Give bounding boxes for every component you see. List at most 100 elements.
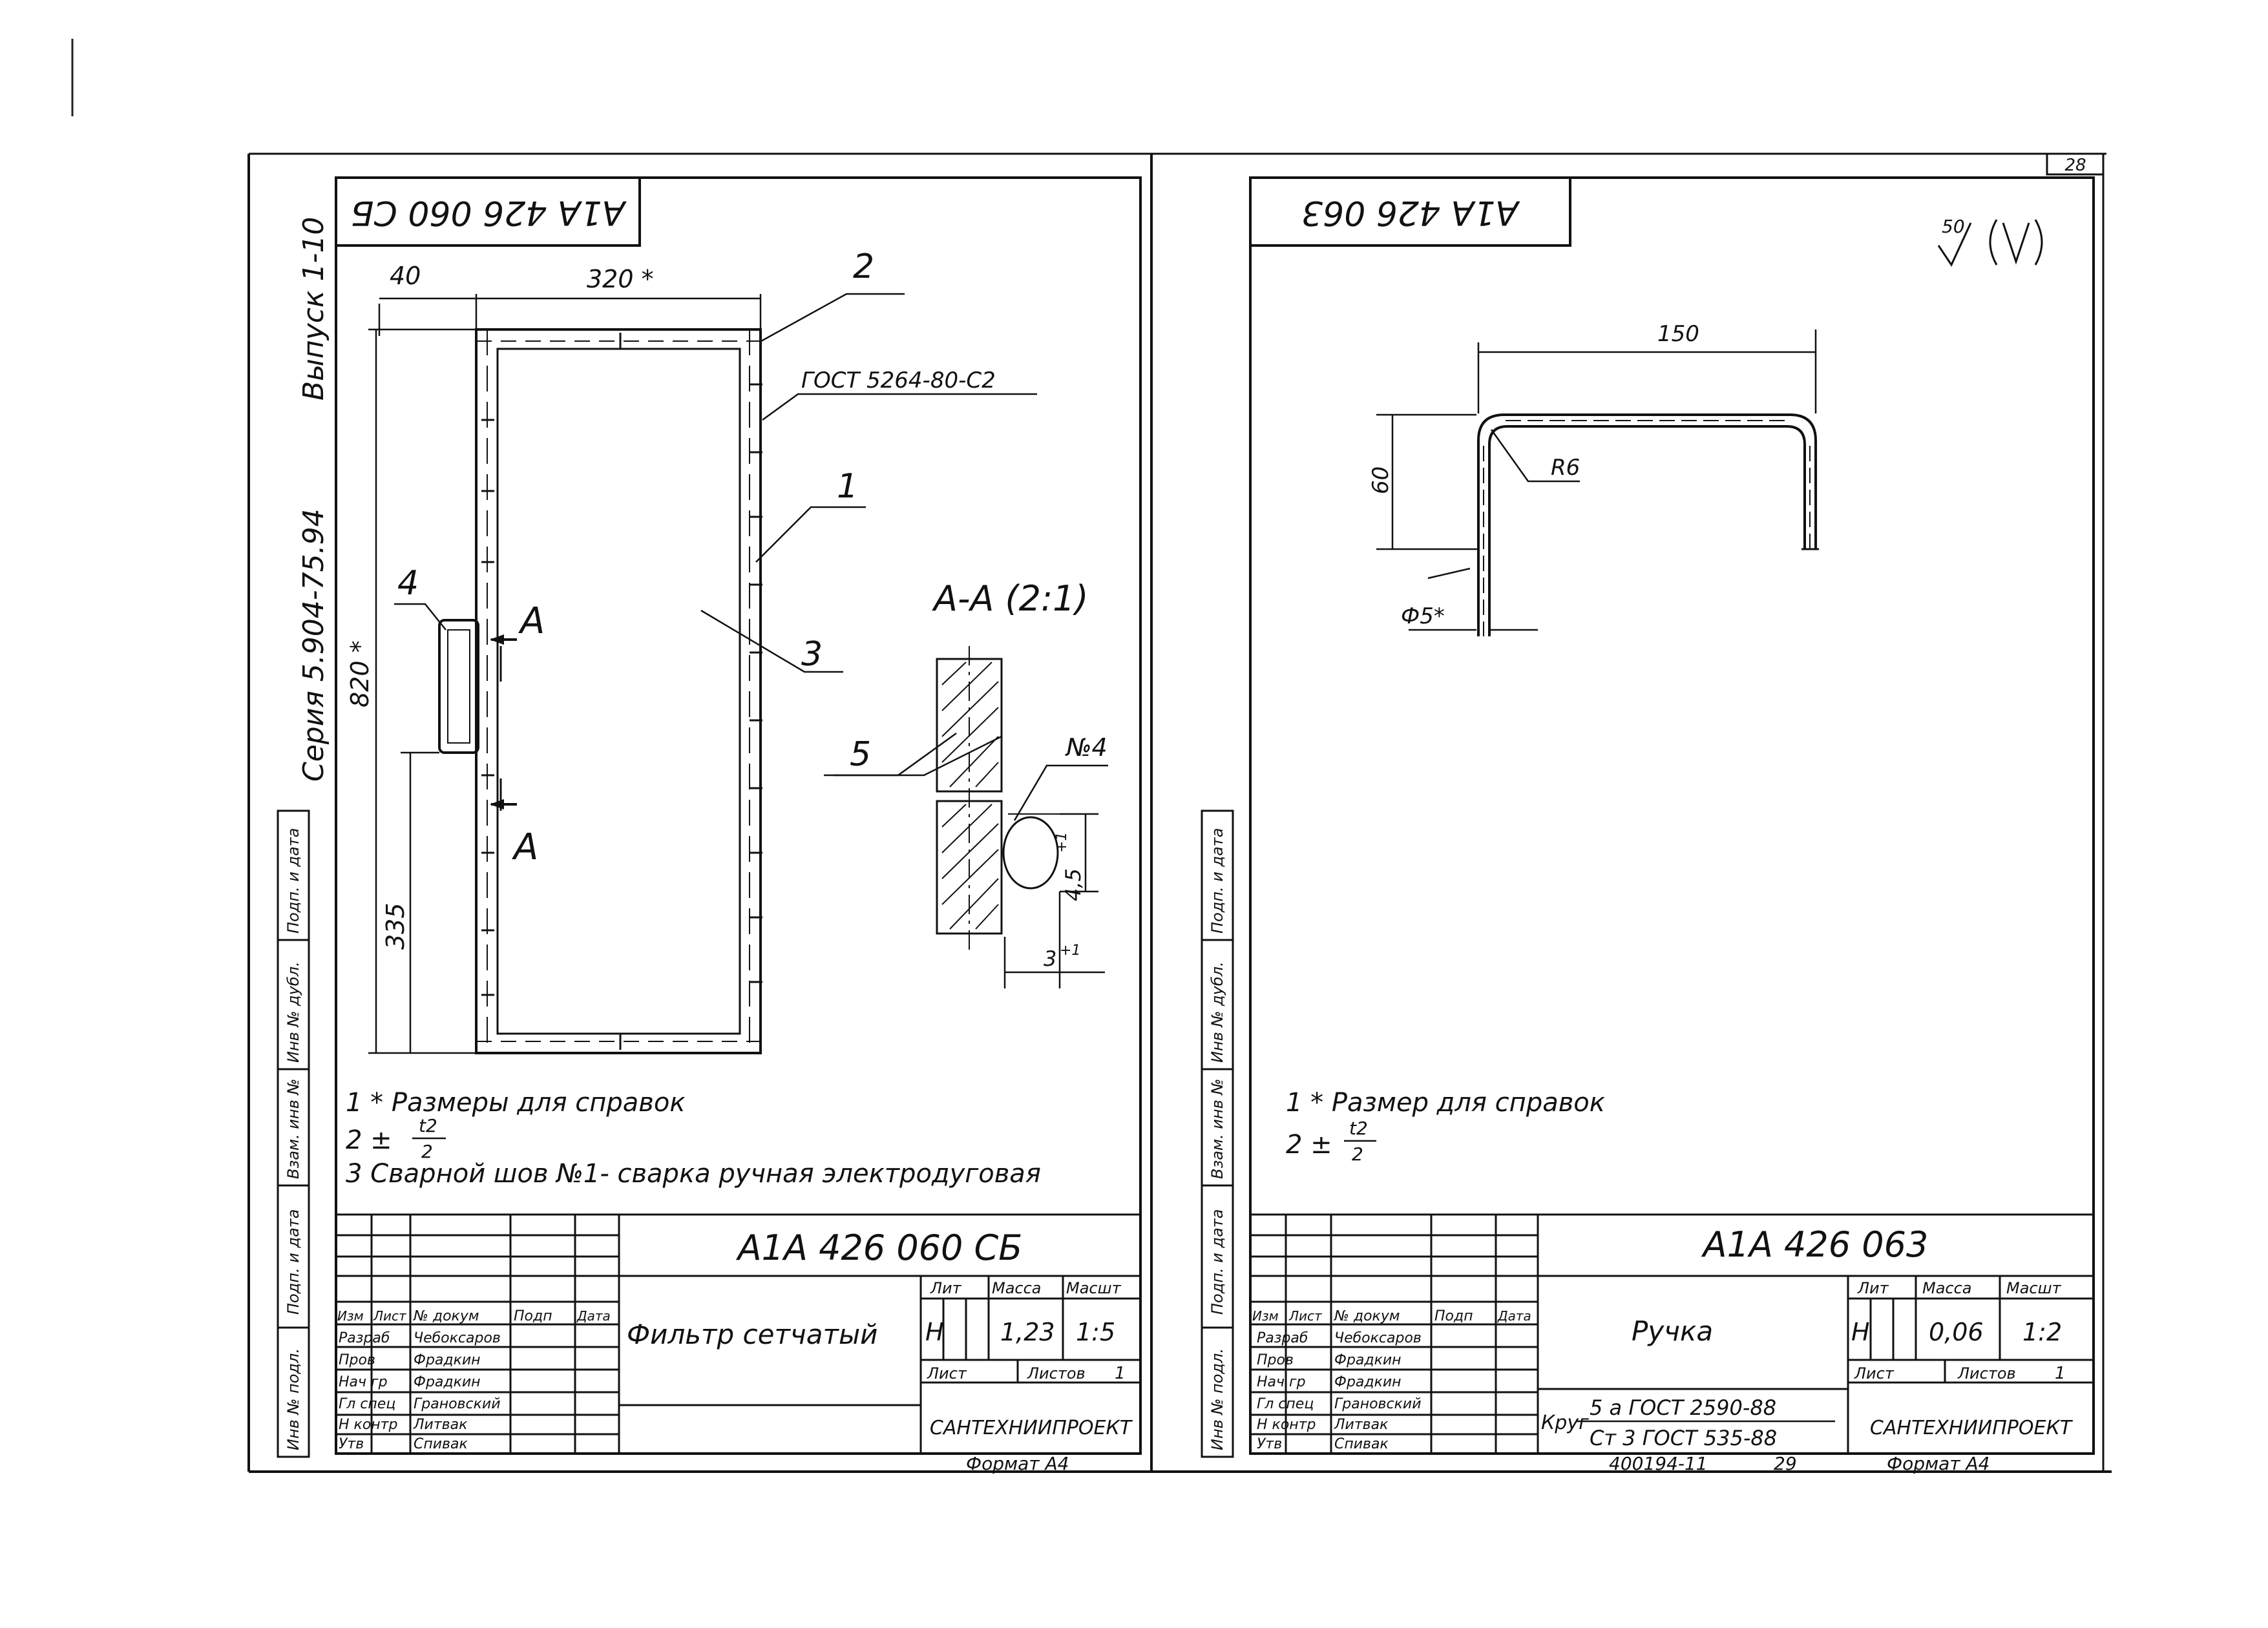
left-sheet-label: Лист xyxy=(927,1364,967,1383)
right-item-name: Ручка xyxy=(1632,1315,1713,1347)
left-col-podp: Подп xyxy=(514,1308,552,1324)
right-sheets: 1 xyxy=(2055,1364,2066,1383)
right-margin-stamps: Инв № подл. Подп. и дата Взам. инв № Инв… xyxy=(1201,809,1234,1458)
left-lit: Н xyxy=(925,1318,944,1346)
dim-820: 820 * xyxy=(346,640,374,707)
left-lit-label: Лит xyxy=(930,1279,962,1297)
right-note-1: 1 * Размер для справок xyxy=(1286,1088,1605,1118)
footer-page: 29 xyxy=(1774,1453,1797,1474)
left-format: Формат А4 xyxy=(966,1453,1069,1474)
section-mark-top: А xyxy=(518,600,545,642)
section-title: А-А (2:1) xyxy=(932,578,1089,619)
stamp-col-3: Взам. инв № xyxy=(284,1079,302,1179)
roughness-value: 50 xyxy=(1942,216,1965,237)
dim-3: 3 xyxy=(1044,946,1056,971)
left-scale-label: Масшт xyxy=(1066,1279,1122,1297)
section-a-a-drawing xyxy=(936,646,1060,950)
left-person-6: Спивак xyxy=(414,1436,468,1452)
right-col-doc: № докум xyxy=(1334,1308,1400,1324)
left-col-doc: № докум xyxy=(413,1308,479,1324)
dim-r6: R6 xyxy=(1551,455,1580,481)
right-dimensions xyxy=(1376,329,1817,631)
right-person-2: Фрадкин xyxy=(1334,1352,1402,1368)
note-1: 1 * Размеры для справок xyxy=(346,1088,686,1118)
left-sheet-frame xyxy=(335,176,1142,1455)
page-number-box: 28 xyxy=(2046,152,2105,176)
right-col-izm: Изм xyxy=(1252,1308,1279,1324)
handle-drawing xyxy=(1477,413,1819,636)
left-role-2: Пров xyxy=(339,1352,375,1368)
stamp-col-1: Инв № подл. xyxy=(284,1348,302,1450)
dim-335: 335 xyxy=(381,903,410,950)
right-role-6: Утв xyxy=(1257,1436,1282,1452)
note-2-num: t2 xyxy=(419,1115,437,1136)
left-col-list: Лист xyxy=(373,1308,407,1324)
right-person-4: Грановский xyxy=(1334,1396,1422,1412)
material-prefix: Круг xyxy=(1541,1412,1589,1434)
right-person-1: Чебоксаров xyxy=(1334,1330,1422,1346)
left-mass: 1,23 xyxy=(1000,1318,1055,1346)
left-margin-stamps: Серия 5.904-75.94 Выпуск 1-10 Инв № подл… xyxy=(277,217,330,1458)
right-person-3: Фрадкин xyxy=(1334,1374,1402,1390)
left-item-name: Фильтр сетчатый xyxy=(627,1319,877,1350)
roughness-mark: 50 xyxy=(1937,216,2043,267)
right-role-4: Гл спец xyxy=(1257,1396,1314,1412)
right-role-3: Нач гр xyxy=(1257,1374,1306,1390)
right-lit: Н xyxy=(1851,1318,1870,1346)
filter-frame-drawing: А А xyxy=(438,328,762,1054)
note-2-prefix: 2 ± xyxy=(346,1125,392,1155)
left-role-5: Н контр xyxy=(339,1417,397,1433)
leader-5: 5 xyxy=(850,735,871,774)
leader-1: 1 xyxy=(837,467,858,506)
dim-3-tol: +1 xyxy=(1060,943,1080,959)
right-col-podp: Подп xyxy=(1434,1308,1473,1324)
left-role-1: Разраб xyxy=(339,1330,390,1346)
dim-150: 150 xyxy=(1657,321,1699,347)
stamp-col-2: Подп. и дата xyxy=(1208,1209,1226,1315)
dim-4-5: 4,5 xyxy=(1061,868,1086,901)
left-dimensions xyxy=(368,294,762,1054)
right-mirror-code: А1А 426 063 xyxy=(1301,193,1520,232)
right-person-5: Литвак xyxy=(1334,1417,1389,1433)
weld-no: №4 xyxy=(1065,733,1108,762)
left-org: САНТЕХНИИПРОЕКТ xyxy=(930,1417,1133,1439)
left-col-date: Дата xyxy=(576,1308,611,1324)
outer-frame xyxy=(71,39,2112,1473)
left-mirror-code: А1А 426 060 СБ xyxy=(351,193,627,232)
right-lit-label: Лит xyxy=(1857,1279,1889,1297)
left-person-3: Фрадкин xyxy=(414,1374,481,1390)
dim-60: 60 xyxy=(1368,466,1394,494)
right-role-2: Пров xyxy=(1257,1352,1294,1368)
left-role-3: Нач гр xyxy=(339,1374,388,1390)
dim-40: 40 xyxy=(390,262,421,290)
right-role-5: Н контр xyxy=(1257,1417,1316,1433)
stamp-col-2: Подп. и дата xyxy=(284,1209,302,1315)
stamp-col-4: Инв № дубл. xyxy=(284,961,302,1063)
right-col-list: Лист xyxy=(1288,1308,1323,1324)
left-sheets: 1 xyxy=(1115,1364,1126,1383)
left-person-4: Грановский xyxy=(414,1396,501,1412)
dim-d5: Ф5* xyxy=(1401,603,1445,629)
note-3: 3 Сварной шов №1- сварка ручная электрод… xyxy=(346,1159,1041,1189)
left-person-5: Литвак xyxy=(413,1417,468,1433)
right-role-1: Разраб xyxy=(1257,1330,1308,1346)
left-role-4: Гл спец xyxy=(339,1396,395,1412)
left-doc-code: А1А 426 060 СБ xyxy=(736,1227,1023,1268)
right-format: Формат А4 xyxy=(1887,1453,1990,1474)
leader-3: 3 xyxy=(801,635,823,674)
right-note-2-den: 2 xyxy=(1352,1143,1363,1165)
right-scale-label: Масшт xyxy=(2006,1279,2062,1297)
right-sheet: А1А 426 063 50 xyxy=(1249,176,2095,1474)
material-top: 5 а ГОСТ 2590-88 xyxy=(1590,1395,1776,1420)
left-sheets-label: Листов xyxy=(1027,1364,1086,1383)
series-label: Серия 5.904-75.94 xyxy=(297,508,330,782)
leader-4: 4 xyxy=(397,564,419,603)
left-title-block xyxy=(336,1213,1140,1454)
leaders xyxy=(394,293,1037,777)
right-mass-label: Масса xyxy=(1922,1279,1972,1297)
issue-label: Выпуск 1-10 xyxy=(297,217,330,401)
footer-code: 400194-11 xyxy=(1609,1453,1708,1474)
right-person-6: Спивак xyxy=(1334,1436,1389,1452)
page-number: 28 xyxy=(2064,156,2086,175)
